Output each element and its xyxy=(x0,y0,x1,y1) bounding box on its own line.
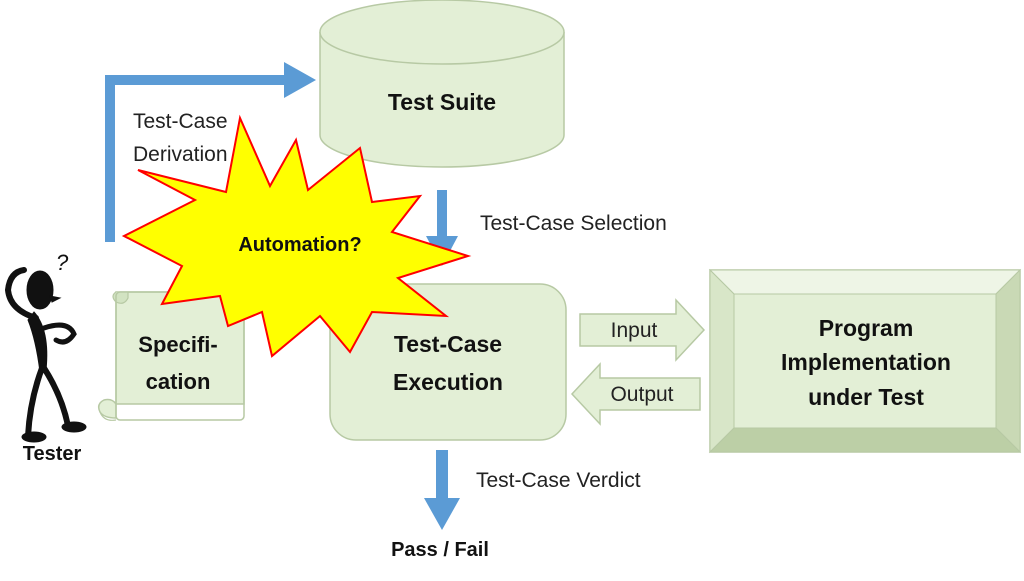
verdict-arrow xyxy=(424,450,460,530)
execution-box xyxy=(329,283,567,441)
tester-figure-icon xyxy=(4,267,87,443)
input-label: Input xyxy=(611,319,658,342)
automation-label: Automation? xyxy=(238,234,361,256)
selection-label: Test-Case Selection xyxy=(480,212,667,235)
input-arrow xyxy=(579,298,706,362)
test-suite-label: Test Suite xyxy=(388,89,496,115)
output-label: Output xyxy=(610,383,673,406)
output-arrow xyxy=(570,362,701,426)
test-suite-cylinder xyxy=(319,0,565,168)
automation-starburst xyxy=(121,114,472,358)
specification-label-line2: cation xyxy=(146,369,211,394)
program-label-line2: Implementation xyxy=(781,349,951,375)
program-label-line3: under Test xyxy=(808,384,924,410)
execution-label-line2: Execution xyxy=(393,369,503,395)
derivation-label-line2: Derivation xyxy=(133,143,228,166)
execution-label-line1: Test-Case xyxy=(394,331,502,357)
derivation-label-line1: Test-Case xyxy=(133,110,228,133)
specification-label-line1: Specifi- xyxy=(138,332,217,357)
specification-scroll xyxy=(97,291,245,421)
verdict-label: Test-Case Verdict xyxy=(476,469,641,492)
derivation-arrow xyxy=(105,62,316,242)
question-mark-icon: ? xyxy=(56,250,69,275)
tester-label: Tester xyxy=(23,443,82,465)
program-label-line1: Program xyxy=(819,315,914,341)
program-box xyxy=(708,268,1022,454)
pass-fail-label: Pass / Fail xyxy=(391,539,489,561)
